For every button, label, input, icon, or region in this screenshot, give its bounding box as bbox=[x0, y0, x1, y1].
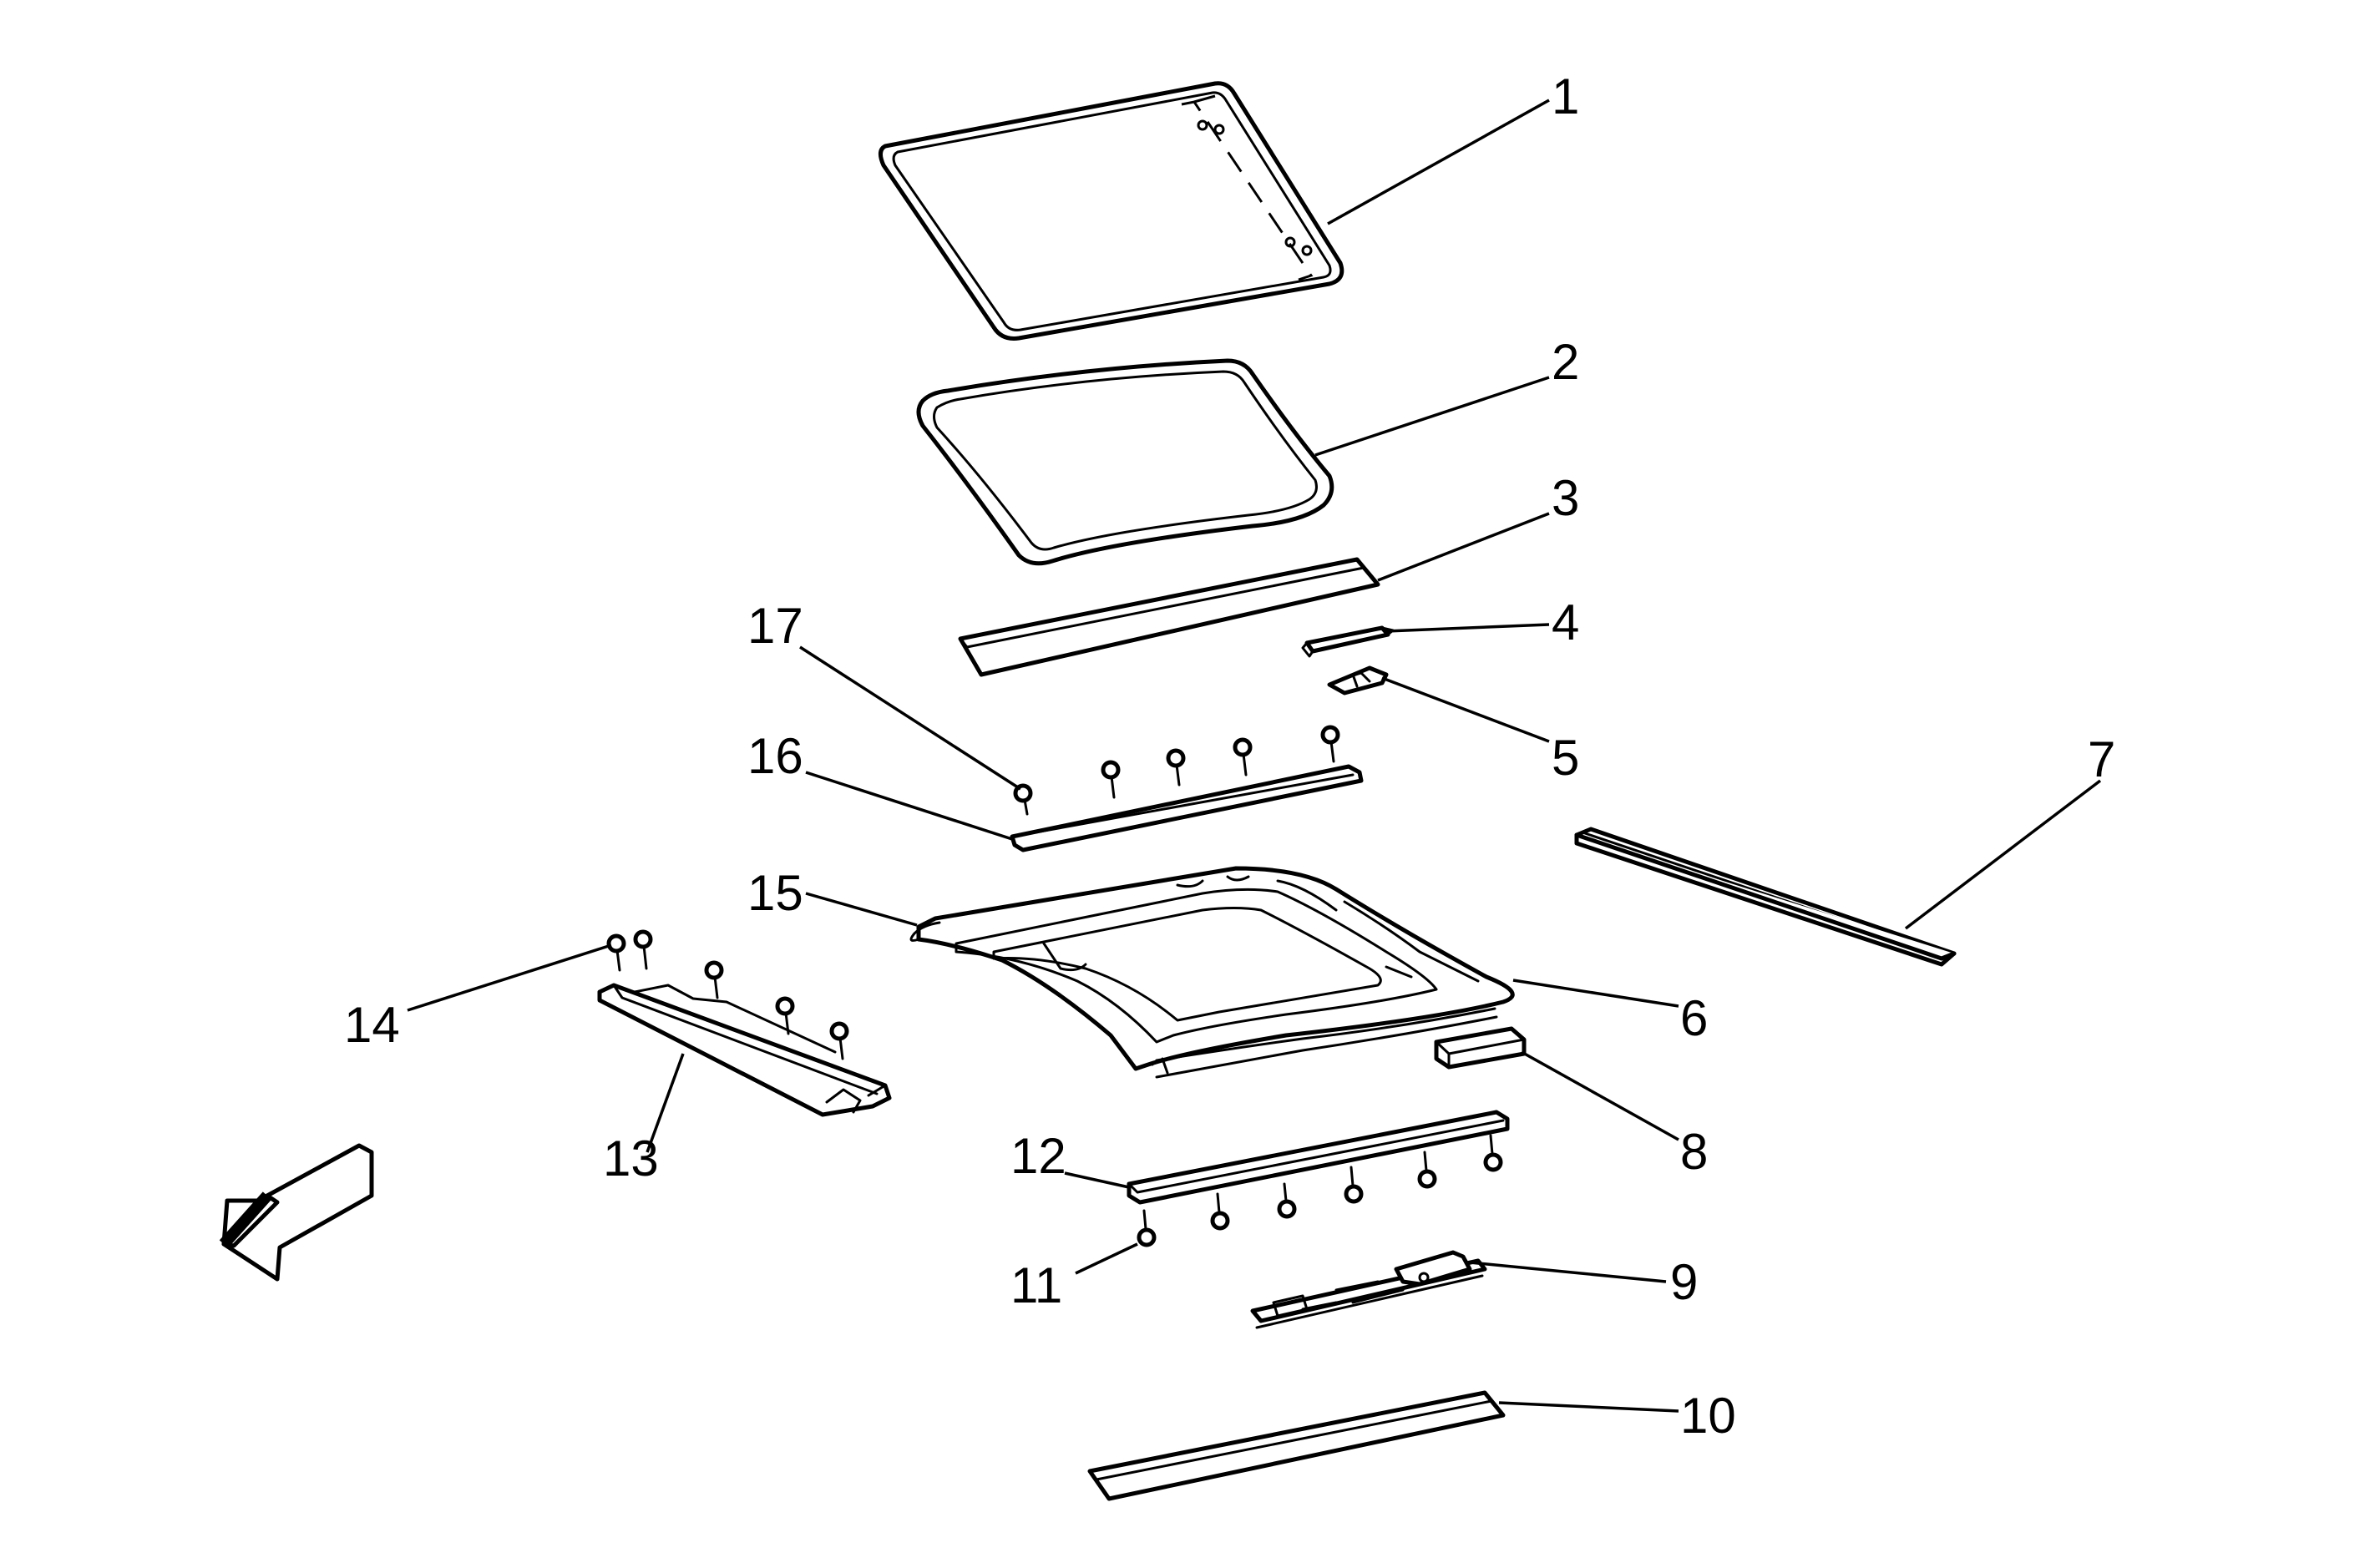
part-14-screws bbox=[606, 929, 849, 1060]
screw-icon bbox=[1013, 783, 1033, 816]
screw-icon bbox=[1137, 1209, 1157, 1247]
callout-7: 7 bbox=[2088, 731, 2115, 787]
callout-14: 14 bbox=[344, 997, 400, 1053]
part-13-side-rail bbox=[597, 983, 892, 1117]
screw-icon bbox=[633, 929, 653, 970]
callout-9: 9 bbox=[1670, 1254, 1698, 1310]
callout-6: 6 bbox=[1680, 990, 1708, 1046]
screw-icon bbox=[1277, 1182, 1297, 1219]
screw-icon bbox=[1344, 1166, 1364, 1204]
part-3-strip bbox=[958, 557, 1380, 677]
front-direction-arrow-icon bbox=[219, 1143, 374, 1282]
callout-1: 1 bbox=[1552, 68, 1579, 124]
screw-icon bbox=[1210, 1192, 1230, 1231]
screw-icon bbox=[1166, 748, 1186, 787]
part-17-screws bbox=[1013, 725, 1340, 816]
part-8-block bbox=[1434, 1026, 1527, 1070]
callout-17: 17 bbox=[747, 598, 803, 654]
screw-icon bbox=[1320, 725, 1340, 763]
screw-icon bbox=[829, 1021, 849, 1060]
part-7-side-strip bbox=[1574, 827, 1957, 967]
part-4-bracket bbox=[1301, 625, 1395, 658]
screw-icon bbox=[1101, 760, 1121, 799]
screw-icon bbox=[606, 933, 626, 972]
callout-13: 13 bbox=[603, 1131, 659, 1186]
callout-5: 5 bbox=[1552, 730, 1579, 786]
part-12-rear-rail bbox=[1127, 1110, 1510, 1205]
callout-15: 15 bbox=[747, 865, 803, 921]
callout-12: 12 bbox=[1010, 1128, 1066, 1184]
callout-2: 2 bbox=[1552, 334, 1579, 390]
part-5-clip bbox=[1327, 665, 1389, 696]
part-2-weatherstrip bbox=[916, 358, 1334, 566]
callout-3: 3 bbox=[1552, 470, 1579, 526]
part-16-front-rail bbox=[1010, 764, 1364, 852]
callout-16: 16 bbox=[747, 728, 803, 784]
screw-icon bbox=[1233, 737, 1253, 776]
part-11-screws bbox=[1137, 1134, 1503, 1247]
screw-icon bbox=[1483, 1134, 1503, 1172]
screw-icon bbox=[704, 960, 724, 999]
part-15-sunroof-frame bbox=[909, 866, 1515, 1079]
callout-10: 10 bbox=[1680, 1388, 1736, 1444]
part-10-bottom-strip bbox=[1087, 1390, 1506, 1501]
part-1-glass-panel bbox=[879, 81, 1344, 341]
callout-8: 8 bbox=[1680, 1124, 1708, 1180]
callout-4: 4 bbox=[1552, 594, 1579, 650]
leader-lines bbox=[407, 99, 2102, 1413]
part-9-mechanism bbox=[1250, 1250, 1487, 1329]
callout-11: 11 bbox=[1010, 1257, 1062, 1313]
screw-icon bbox=[1417, 1151, 1437, 1189]
callout-labels: 1 2 3 4 5 6 7 8 9 10 11 12 13 14 15 16 1… bbox=[344, 68, 2115, 1444]
